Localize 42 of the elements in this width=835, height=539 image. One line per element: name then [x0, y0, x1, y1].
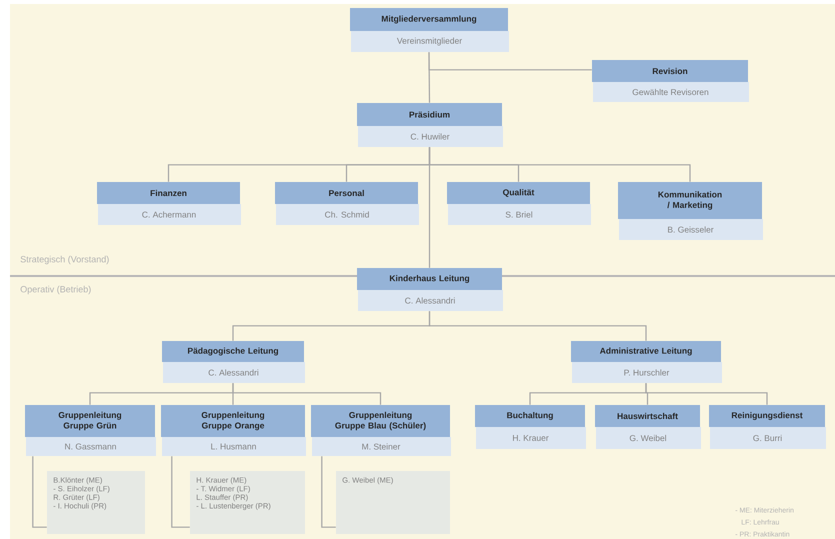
- org-box: Buchaltung H. Krauer: [475, 405, 586, 449]
- node-label: C. Achermann: [142, 211, 196, 218]
- node-label: C. Huwiler: [410, 133, 450, 140]
- org-box: Präsidium C. Huwiler: [357, 103, 503, 147]
- node-label: C. Alessandri: [208, 369, 258, 376]
- node-label: N. Gassmann: [65, 444, 116, 450]
- org-box: Hauswirtschaft G. Weibel: [595, 405, 701, 449]
- org-box: Gruppenleitung Gruppe Blau (Schüler) M. Steiner: [311, 405, 451, 456]
- node-label: G. Weibel: [630, 434, 666, 442]
- org-box: Reinigungsdienst G. Burri: [709, 405, 826, 449]
- connector-line: [645, 383, 768, 405]
- section-label: Strategisch (Vorstand): [20, 256, 109, 264]
- connector-line: [428, 52, 592, 70]
- node-label: L. Husmann: [211, 444, 256, 450]
- org-box: Pädagogische Leitung C. Alessandri: [162, 341, 305, 383]
- node-label: M. Steiner: [362, 443, 400, 450]
- org-box: Qualität S. Briel: [447, 182, 591, 225]
- org-box: Personal Ch. Schmid: [275, 182, 419, 225]
- node-label: Vereinsmitglieder: [396, 38, 462, 46]
- org-box: Kinderhaus Leitung C. Alessandri: [357, 268, 503, 311]
- org-box: Kommunikation / Marketing B. Geisseler: [618, 182, 763, 240]
- node-label: H. Krauer: [513, 435, 549, 441]
- connector-line: [232, 383, 382, 405]
- org-box: Gruppenleitung Gruppe Orange L. Husmann: [161, 405, 306, 456]
- node-label: C. Alessandri: [405, 297, 455, 304]
- org-box: Administrative Leitung P. Hurschler: [571, 341, 722, 383]
- node-label: Gewählte Revisoren: [632, 88, 708, 96]
- section-label: Operativ (Betrieb): [20, 286, 91, 294]
- node-label: Ch. Schmid: [325, 211, 369, 218]
- org-box: Mitgliederversammlung Vereinsmitglieder: [350, 8, 509, 52]
- node-label: B. Geisseler: [668, 226, 714, 233]
- node-label: P. Hurschler: [624, 369, 670, 376]
- org-box: Gruppenleitung Gruppe Grün N. Gassmann: [25, 405, 156, 456]
- connector-line: [428, 147, 430, 268]
- connector-line: [321, 456, 336, 528]
- node-label: S. Briel: [506, 211, 532, 218]
- org-box: Revision Gewählte Revisoren: [592, 60, 749, 102]
- connector-line: [171, 456, 190, 528]
- connector-line: [428, 311, 647, 341]
- connector-line: [32, 456, 47, 528]
- node-label: G. Burri: [753, 434, 782, 442]
- org-box: Finanzen C. Achermann: [97, 182, 241, 225]
